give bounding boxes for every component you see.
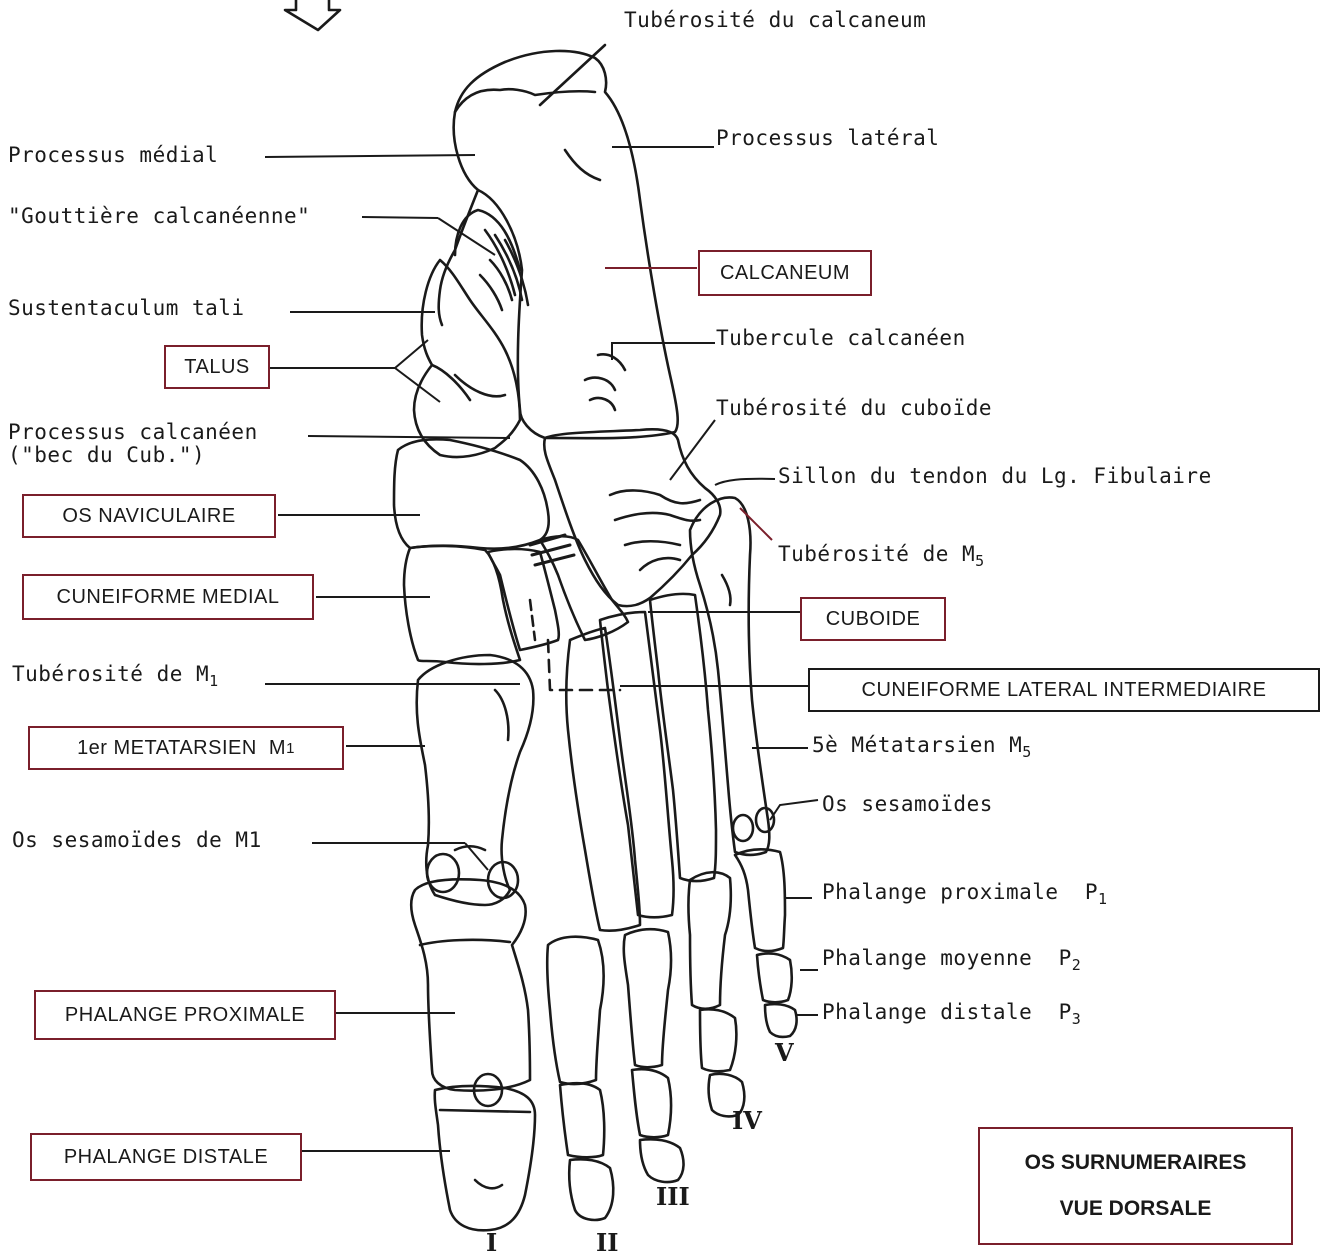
label-os-sesamoides-m1: Os sesamoïdes de M1	[12, 828, 262, 852]
label-tuberosite-m1: Tubérosité de M1	[12, 662, 219, 693]
label-phalange-moyenne-p2: Phalange moyenne P2	[822, 946, 1081, 977]
label-bec-du-cuboide: ("bec du Cub.")	[8, 443, 205, 467]
toe-number-3: III	[656, 1182, 690, 1211]
label-tuberosite-m5: Tubérosité de M5	[778, 542, 985, 573]
phalange-proximale-1-bone	[411, 879, 530, 1090]
label-os-sesamoides: Os sesamoïdes	[822, 792, 993, 816]
metatarsien-1-bone	[417, 655, 534, 905]
title-box: OS SURNUMERAIRES VUE DORSALE	[978, 1127, 1293, 1245]
label-processus-calcaneen: Processus calcanéen	[8, 420, 258, 444]
phalange-2-bone	[547, 937, 603, 1084]
label-processus-lateral: Processus latéral	[716, 126, 939, 150]
label-gouttiere-calcaneenne: "Gouttière calcanéenne"	[8, 204, 310, 228]
label-tuberosite-calcaneum: Tubérosité du calcaneum	[624, 8, 926, 32]
box-phalange-proximale: PHALANGE PROXIMALE	[34, 990, 336, 1040]
phalange-distale-1-bone	[435, 1086, 535, 1230]
cuneiforme-lateral-bone	[540, 536, 628, 640]
cuneiforme-intermediaire-bone	[488, 549, 559, 650]
box-phalange-distale: PHALANGE DISTALE	[30, 1133, 302, 1181]
box-calcaneum: CALCANEUM	[698, 250, 872, 296]
toe-number-2: II	[596, 1228, 618, 1257]
label-processus-medial: Processus médial	[8, 143, 218, 167]
box-talus: TALUS	[164, 345, 270, 389]
toe-number-1: I	[486, 1228, 497, 1257]
talus-bone	[414, 260, 520, 457]
label-metatarsien-5: 5è Métatarsien M5	[812, 733, 1032, 764]
calcaneum-bone	[454, 51, 678, 438]
metatarsien-5-bone	[690, 497, 769, 855]
box-cuboide: CUBOIDE	[800, 597, 946, 641]
toe-number-5: V	[775, 1038, 794, 1067]
title-line-1: OS SURNUMERAIRES	[1025, 1151, 1247, 1175]
label-tubercule-calcaneen: Tubercule calcanéen	[716, 326, 966, 350]
label-phalange-proximale-p1: Phalange proximale P1	[822, 880, 1108, 911]
metatarsien-2-bone	[566, 628, 640, 931]
label-phalange-distale-p3: Phalange distale P3	[822, 1000, 1081, 1031]
box-cuneiforme-medial: CUNEIFORME MEDIAL	[22, 574, 314, 620]
box-os-naviculaire: OS NAVICULAIRE	[22, 494, 276, 538]
label-tuberosite-cuboide: Tubérosité du cuboïde	[716, 396, 992, 420]
cuboide-bone	[544, 429, 720, 606]
title-line-2: VUE DORSALE	[1060, 1197, 1212, 1221]
toe-number-4: IV	[732, 1106, 762, 1135]
label-sustentaculum-tali: Sustentaculum tali	[8, 296, 245, 320]
box-cuneiforme-lateral-intermediaire: CUNEIFORME LATERAL INTERMEDIAIRE	[808, 668, 1320, 712]
label-sillon-tendon: Sillon du tendon du Lg. Fibulaire	[778, 464, 1212, 488]
arrow-icon	[285, 0, 340, 30]
cuneiforme-medial-bone	[404, 546, 520, 664]
